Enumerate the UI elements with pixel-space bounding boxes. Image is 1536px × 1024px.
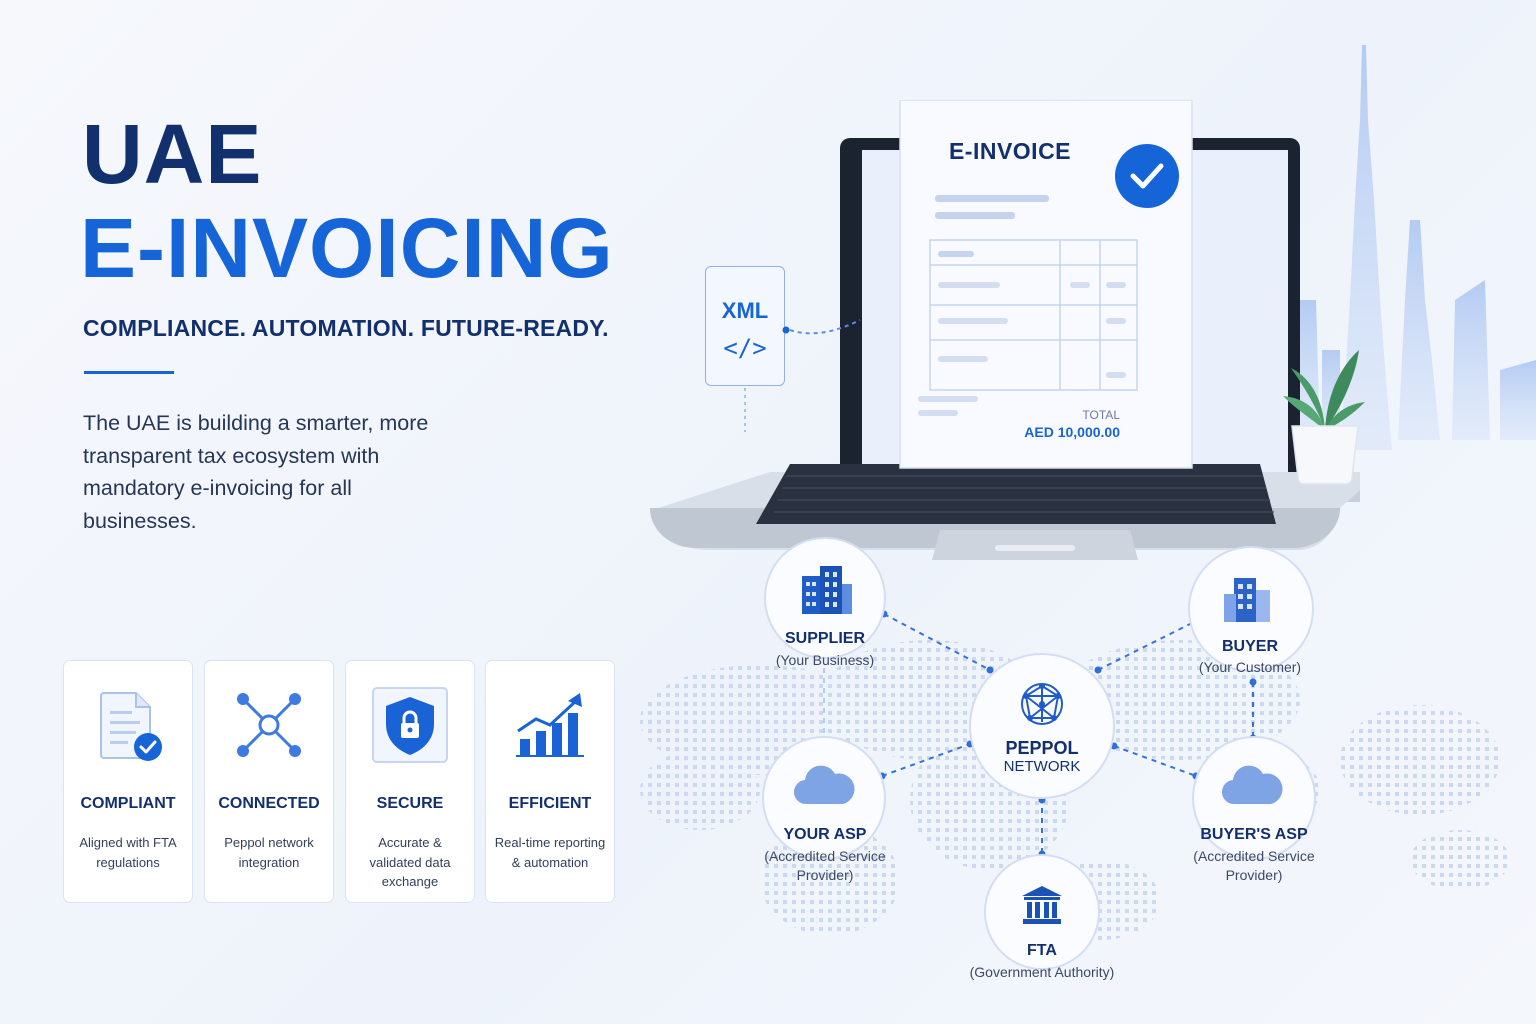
cloud-icon <box>793 765 855 805</box>
buyers-asp-title: BUYER'S ASP <box>1200 826 1308 843</box>
hero-title-line2: E-INVOICING <box>80 201 614 295</box>
buyer-sub: (Your Customer) <box>1198 659 1302 675</box>
e-invoice-document <box>899 100 1193 469</box>
fta-node <box>984 854 1100 970</box>
hero-title-line1: UAE <box>82 107 263 201</box>
fta-title: FTA <box>1027 942 1057 959</box>
government-building-icon <box>1022 886 1062 924</box>
feature-desc: Real-time reporting & automation <box>494 835 606 870</box>
feature-title: EFFICIENT <box>508 795 592 812</box>
peppol-sub: NETWORK <box>1003 758 1081 775</box>
supplier-sub: (Your Business) <box>775 652 875 668</box>
invoice-total-label: TOTAL <box>1082 408 1120 422</box>
invoice-total-value: AED 10,000.00 <box>1024 424 1120 440</box>
hero-lead-text: The UAE is building a smarter, more tran… <box>83 411 429 533</box>
feature-title: SECURE <box>376 795 444 812</box>
xml-code-glyph: </> <box>723 334 767 362</box>
peppol-title: PEPPOL <box>1005 738 1079 758</box>
feature-desc: Peppol network integration <box>224 835 314 870</box>
buyers-asp-sub: (Accredited Service Provider) <box>1193 848 1315 883</box>
globe-network-icon <box>1021 683 1063 725</box>
feature-desc: Accurate & validated data exchange <box>369 835 451 889</box>
feature-card-compliant: COMPLIANT Aligned with FTA regulations <box>63 660 193 903</box>
building-icon <box>802 566 852 614</box>
your-asp-title: YOUR ASP <box>783 826 867 843</box>
city-skyline-illustration <box>1296 45 1536 450</box>
feature-desc: Aligned with FTA regulations <box>79 835 177 870</box>
feature-card-efficient: EFFICIENT Real-time reporting & automati… <box>485 660 615 903</box>
check-badge-icon <box>1115 144 1179 208</box>
xml-connector <box>744 319 861 432</box>
invoice-title: E-INVOICE <box>948 138 1072 164</box>
network-nodes-icon <box>237 693 301 757</box>
xml-label: XML <box>721 298 769 323</box>
growth-chart-icon <box>516 693 584 757</box>
cloud-icon <box>1221 765 1283 805</box>
building-icon <box>1224 578 1270 622</box>
hero-tagline: COMPLIANCE. AUTOMATION. FUTURE-READY. <box>83 315 609 341</box>
buyer-title: BUYER <box>1221 638 1278 655</box>
feature-card-secure: SECURE Accurate & validated data exchang… <box>345 660 475 903</box>
your-asp-sub: (Accredited Service Provider) <box>764 848 886 883</box>
plant-pot-illustration <box>1283 350 1365 485</box>
document-check-icon <box>100 692 162 761</box>
supplier-title: SUPPLIER <box>784 630 865 647</box>
peppol-node <box>969 653 1115 799</box>
feature-title: CONNECTED <box>218 795 320 812</box>
feature-title: COMPLIANT <box>80 795 176 812</box>
fta-sub: (Government Authority) <box>969 964 1115 980</box>
accent-divider <box>84 371 174 374</box>
xml-file-icon <box>705 266 785 386</box>
feature-card-connected: CONNECTED Peppol network integration <box>204 660 334 903</box>
shield-lock-icon <box>372 687 448 763</box>
